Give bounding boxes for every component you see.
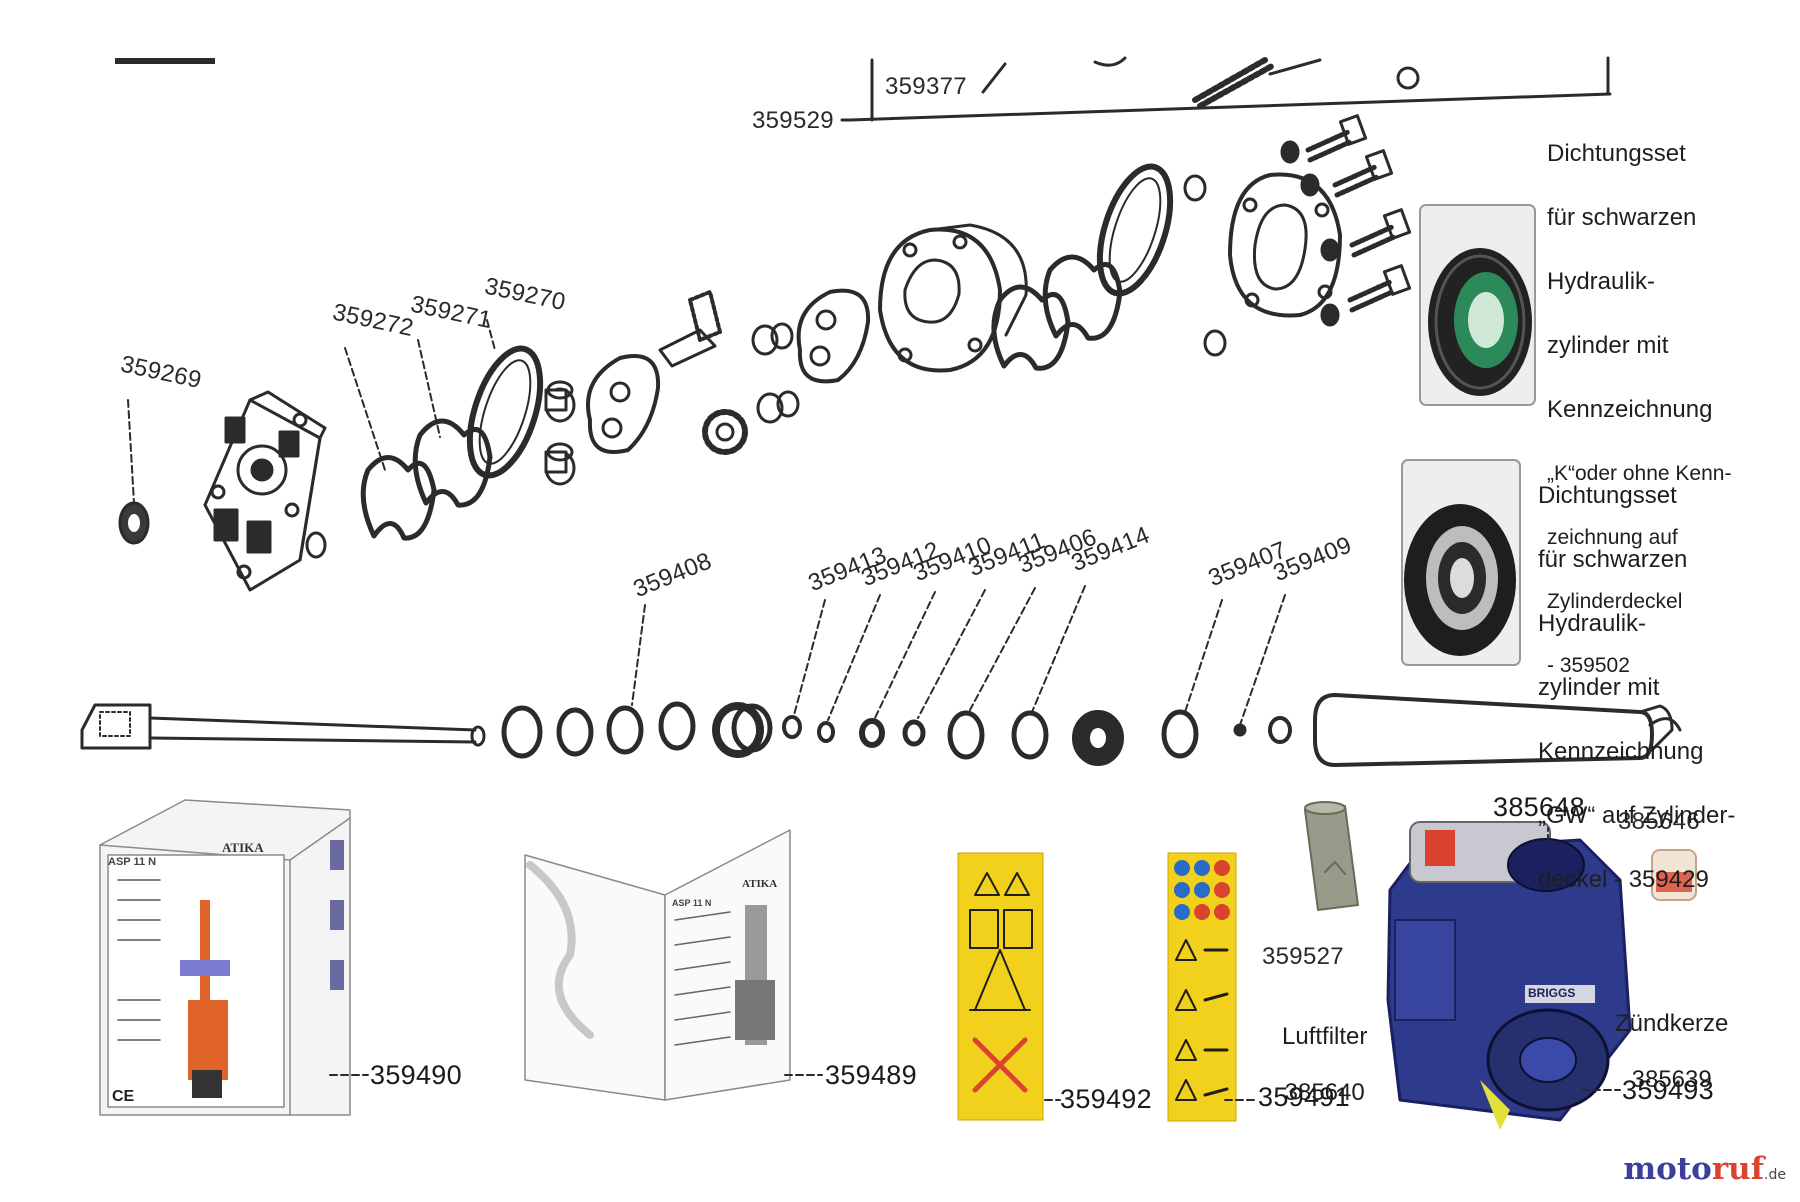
warning-sticker-small-image <box>1167 852 1237 1122</box>
seal-kit-k-image <box>1419 204 1536 406</box>
engine-image <box>1386 821 1632 1130</box>
rod-seal-ring-parts <box>501 701 1292 766</box>
box-ce-mark: CE <box>112 1088 135 1105</box>
note-line: zylinder mit <box>1538 674 1660 701</box>
note-line: deckel - 359429 <box>1538 866 1709 893</box>
note-line: für schwarzen <box>1538 546 1688 573</box>
bottom-leader-lines <box>329 827 1621 1101</box>
spark-plug-image <box>1651 849 1697 901</box>
air-filter-image <box>1304 801 1359 911</box>
seal-kit-gw-image <box>1401 459 1521 666</box>
lock-nut-part <box>118 501 150 545</box>
note-line: Kennzeichnung <box>1547 396 1713 423</box>
note-line: 385640 <box>1284 1079 1365 1106</box>
part-label-359527: 359527 <box>1262 943 1344 970</box>
note-line: Hydraulik- <box>1547 268 1656 295</box>
seal-kit-k-note: Dichtungsset für schwarzen Hydraulik- zy… <box>1547 106 1731 714</box>
note-line: 385639 <box>1631 1066 1712 1093</box>
housing-seal-parts <box>991 163 1174 371</box>
note-line: zeichnung auf <box>1547 526 1678 549</box>
upper-leader-lines <box>127 319 496 504</box>
watermark-part-2: ruf <box>1711 1151 1765 1187</box>
pump-seal-parts <box>360 345 544 541</box>
drive-gear-parts <box>658 288 871 455</box>
note-line: Luftfilter <box>1282 1023 1368 1050</box>
manual-booklet-image <box>524 829 791 1101</box>
note-line: Dichtungsset <box>1547 140 1686 167</box>
part-label-359529: 359529 <box>752 107 834 134</box>
manual-model-text: ASP 11 N <box>672 898 712 908</box>
top-bracket <box>840 56 1612 122</box>
note-line: Zündkerze <box>1615 1010 1729 1037</box>
spark-plug-note: Zündkerze 385639 <box>1615 982 1728 1122</box>
rod-leader-lines <box>631 585 1286 726</box>
note-line: für schwarzen <box>1547 204 1697 231</box>
pump-bolt-parts <box>1280 114 1412 327</box>
part-label-359489: 359489 <box>825 1060 917 1090</box>
part-label-359493: 359493 <box>1622 1075 1714 1105</box>
carton-box-image <box>99 799 351 1116</box>
cylinder-tube-part <box>1313 693 1682 767</box>
pump-flange-part <box>1183 172 1342 357</box>
air-filter-note: Luftfilter 385640 <box>1282 995 1367 1135</box>
part-label-359490: 359490 <box>370 1060 462 1090</box>
part-label-385646: 385646 <box>1618 808 1700 835</box>
engine-brand-text: BRIGGS <box>1528 986 1576 1000</box>
watermark-logo: motoruf.de <box>1623 1151 1786 1187</box>
seal-kit-gw-note: Dichtungsset für schwarzen Hydraulik- zy… <box>1538 448 1735 928</box>
top-left-bar <box>115 58 215 64</box>
watermark-part-1: moto <box>1623 1151 1712 1187</box>
part-label-385648: 385648 <box>1493 792 1585 822</box>
box-brand-text: ATIKA <box>222 840 264 855</box>
note-line: „GW“ auf Zylinder- <box>1538 802 1736 829</box>
pump-bushing-parts <box>544 354 661 486</box>
note-line: - 359502 <box>1547 654 1630 677</box>
note-line: Dichtungsset <box>1538 482 1677 509</box>
box-model-text: ASP 11 N <box>108 856 157 868</box>
part-label-359491: 359491 <box>1258 1082 1350 1112</box>
watermark-part-3: .de <box>1764 1167 1786 1183</box>
warning-sticker-large-image <box>957 852 1044 1121</box>
pump-end-cover-part <box>203 390 327 592</box>
note-line: Hydraulik- <box>1538 610 1647 637</box>
piston-rod-part <box>80 703 486 750</box>
part-label-359492: 359492 <box>1060 1084 1152 1114</box>
note-line: Kennzeichnung <box>1538 738 1704 765</box>
note-line: zylinder mit <box>1547 332 1669 359</box>
note-line: Zylinderdeckel <box>1547 590 1683 613</box>
note-line: „K“oder ohne Kenn- <box>1547 462 1732 485</box>
manual-brand-text: ATIKA <box>742 878 778 890</box>
part-label-359377: 359377 <box>885 73 967 100</box>
